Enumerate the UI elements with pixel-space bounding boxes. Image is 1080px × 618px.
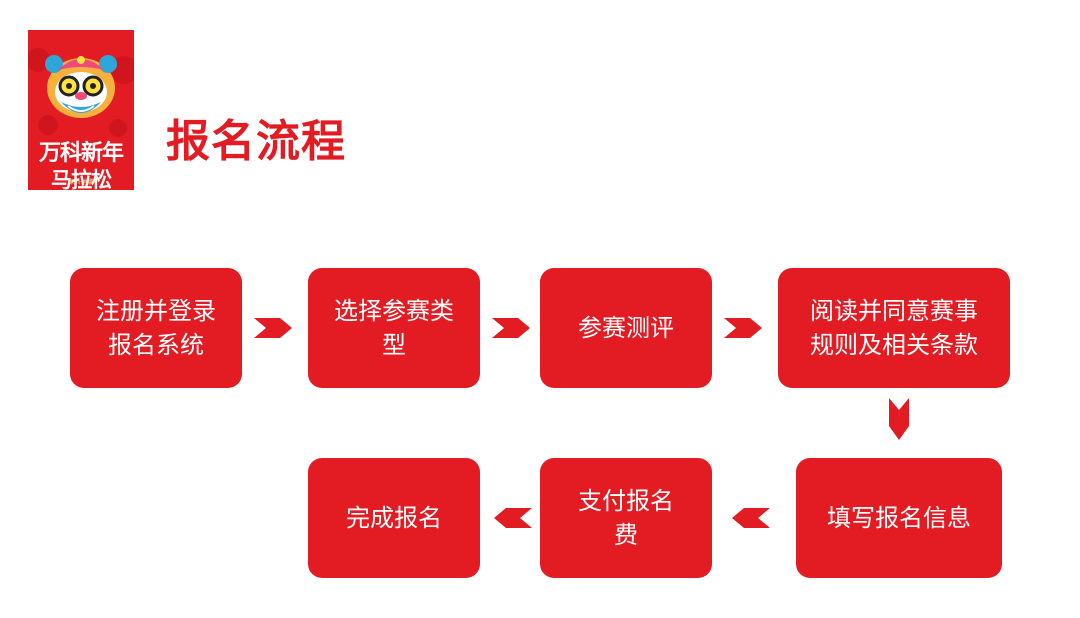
step-label: 填写报名信息 — [827, 504, 971, 532]
marathon-logo: 万科新年 马拉松 深圳·大鹏 — [28, 30, 134, 190]
logo-title-line1: 万科新年 — [38, 141, 124, 166]
arrow-right-icon — [492, 318, 530, 338]
step-complete: 完成报名 — [308, 458, 480, 578]
page-title: 报名流程 — [166, 116, 346, 167]
lion-mascot-icon — [28, 48, 134, 137]
step-select-type: 选择参赛类型 — [308, 268, 480, 388]
step-label: 选择参赛类型 — [334, 297, 454, 359]
step-label: 完成报名 — [346, 504, 442, 532]
logo-title-line2: 马拉松 — [51, 168, 112, 190]
arrow-left-icon — [494, 508, 532, 528]
arrow-left-icon — [732, 508, 770, 528]
step-register: 注册并登录报名系统 — [70, 268, 242, 388]
step-label: 注册并登录报名系统 — [96, 297, 216, 359]
step-evaluation: 参赛测评 — [540, 268, 712, 388]
arrow-right-icon — [724, 318, 762, 338]
step-label: 参赛测评 — [578, 314, 674, 342]
step-agree-rules: 阅读并同意赛事规则及相关条款 — [778, 268, 1010, 388]
step-fill-info: 填写报名信息 — [796, 458, 1002, 578]
arrow-right-icon — [254, 318, 292, 338]
logo-subtitle: 深圳·大鹏 — [68, 179, 94, 186]
step-label: 支付报名费 — [578, 487, 674, 549]
step-label: 阅读并同意赛事规则及相关条款 — [810, 297, 978, 359]
step-pay-fee: 支付报名费 — [540, 458, 712, 578]
arrow-down-icon — [889, 398, 909, 440]
